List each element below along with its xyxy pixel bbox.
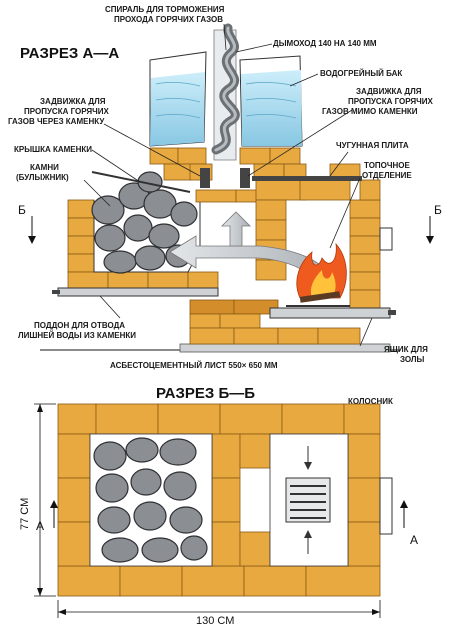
- svg-text:77 СМ: 77 СМ: [19, 498, 31, 530]
- section-aa-title: РАЗРЕЗ А—А: [20, 45, 119, 62]
- fire-icon: [296, 242, 347, 303]
- label-stones-1: КАМНИ: [30, 163, 59, 172]
- heater-chamber: [93, 200, 201, 273]
- svg-text:А: А: [36, 519, 44, 533]
- section-marker-a-left: А: [36, 500, 58, 533]
- label-ash-1: ЯЩИК ДЛЯ: [384, 345, 428, 354]
- svg-text:Б: Б: [18, 203, 26, 217]
- cast-iron-plate: [252, 176, 362, 181]
- dimension-height: 77 СМ: [19, 403, 56, 597]
- section-bb-title: РАЗРЕЗ Б—Б: [156, 385, 255, 402]
- label-valve-right-3: ГАЗОВ МИМО КАМЕНКИ: [322, 107, 418, 116]
- svg-text:130 СМ: 130 СМ: [196, 615, 234, 627]
- section-marker-b-right: Б: [426, 203, 442, 244]
- water-tank-left: [149, 51, 207, 147]
- asbestos-sheet: [179, 343, 391, 353]
- water-tray: [57, 287, 219, 297]
- ash-box-handle: [388, 310, 396, 315]
- label-valve-right-1: ЗАДВИЖКА ДЛЯ: [356, 87, 422, 96]
- label-firebox-1: ТОПОЧНОЕ: [364, 161, 411, 170]
- tray-handle: [52, 290, 60, 294]
- stones-aa: [91, 171, 198, 274]
- chimney-spiral: [211, 23, 240, 161]
- label-firebox-2: ОТДЕЛЕНИЕ: [362, 171, 412, 180]
- label-valve-left-1: ЗАДВИЖКА ДЛЯ: [40, 97, 106, 106]
- svg-text:Б: Б: [434, 203, 442, 217]
- brick-body-left: [67, 199, 361, 345]
- label-sheet: АСБЕСТОЦЕМЕНТНЫЙ ЛИСТ 550× 650 мм: [110, 361, 278, 370]
- label-lid: КРЫШКА КАМЕНКИ: [14, 145, 92, 154]
- firebox-door: [379, 227, 393, 251]
- gas-flow-up-arrow: [221, 211, 251, 247]
- dimension-width: 130 СМ: [57, 600, 381, 627]
- label-tank: ВОДОГРЕЙНЫЙ БАК: [320, 69, 402, 78]
- firebox-door-bb: [379, 477, 393, 535]
- label-tray-2: ЛИШНЕЙ ВОДЫ ИЗ КАМЕНКИ: [18, 331, 136, 340]
- section-marker-a-right: А: [400, 500, 418, 547]
- label-ash-2: ЗОЛЫ: [400, 355, 425, 364]
- label-spiral: СПИРАЛЬ ДЛЯ ТОРМОЖЕНИЯ: [105, 5, 225, 14]
- label-grate: КОЛОСНИК: [348, 397, 393, 406]
- label-chimney: ДЫМОХОД 140 НА 140 мм: [273, 39, 377, 48]
- leader-lines: [83, 23, 373, 347]
- stones-bb: [93, 437, 208, 563]
- label-valve-left-2: ПРОПУСКА ГОРЯЧИХ: [24, 107, 110, 116]
- valve-right: [240, 168, 250, 188]
- label-tray-1: ПОДДОН ДЛЯ ОТВОДА: [34, 321, 125, 330]
- label-spiral-2: ПРОХОДА ГОРЯЧИХ ГАЗОВ: [114, 15, 223, 24]
- water-tank-right: [239, 55, 303, 147]
- label-stones-2: (БУЛЫЖНИК): [16, 173, 69, 182]
- ash-box: [269, 307, 391, 319]
- label-valve-left-3: ГАЗОВ ЧЕРЕЗ КАМЕНКУ: [8, 117, 105, 126]
- label-plate: ЧУГУННАЯ ПЛИТА: [336, 141, 409, 150]
- flow-arrows-bb: [304, 446, 312, 554]
- svg-text:А: А: [410, 533, 418, 547]
- valve-left: [200, 168, 210, 188]
- brick-frame-bb: [57, 403, 381, 597]
- label-valve-right-2: ПРОПУСКА ГОРЯЧИХ: [348, 97, 434, 106]
- grate-bb: [285, 477, 331, 523]
- heater-lid: [91, 171, 191, 193]
- section-marker-b-left: Б: [18, 203, 36, 244]
